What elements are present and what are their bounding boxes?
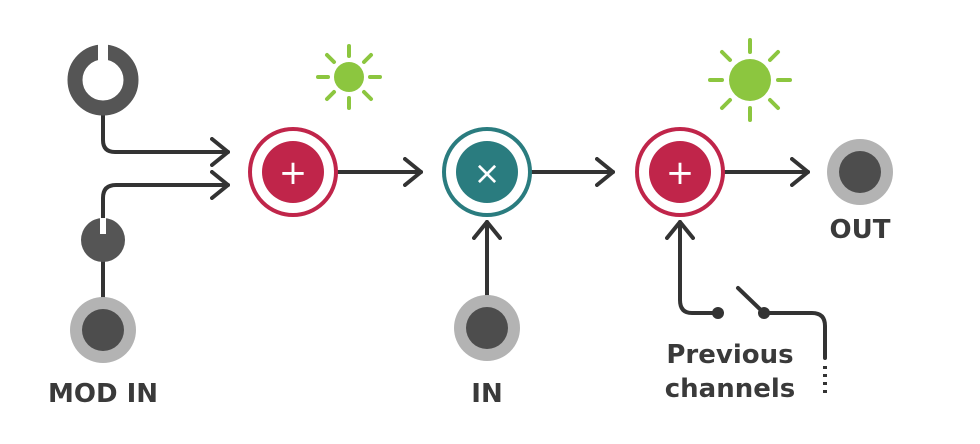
- previous-channels-label-line1: Previous: [666, 340, 793, 370]
- in-jack-icon[interactable]: [454, 295, 520, 361]
- wire-knob-to-adder: [101, 113, 230, 167]
- trim-knob-icon[interactable]: [81, 218, 125, 262]
- mod-in-label: MOD IN: [48, 379, 158, 409]
- mod-in-jack-icon[interactable]: [70, 297, 136, 363]
- switch-icon[interactable]: [712, 286, 770, 319]
- multiply-operator: ×: [474, 154, 501, 192]
- led-icon: [316, 44, 382, 110]
- adder-node: +: [248, 127, 338, 217]
- out-jack-icon[interactable]: [827, 139, 893, 205]
- adder-node: +: [635, 127, 725, 217]
- knob-icon[interactable]: [67, 42, 139, 116]
- in-label: IN: [471, 379, 502, 409]
- add-operator: +: [666, 153, 695, 193]
- previous-channels-label-line2: channels: [665, 374, 796, 404]
- out-label: OUT: [830, 215, 891, 245]
- led-icon: [708, 38, 792, 122]
- add-operator: +: [279, 153, 308, 193]
- wire-switch-to-previous: [762, 311, 827, 360]
- wire-switch-to-adder: [665, 220, 720, 315]
- wire-modin-to-adder: [101, 170, 230, 332]
- wires: [101, 113, 827, 398]
- multiplier-node: ×: [442, 127, 532, 217]
